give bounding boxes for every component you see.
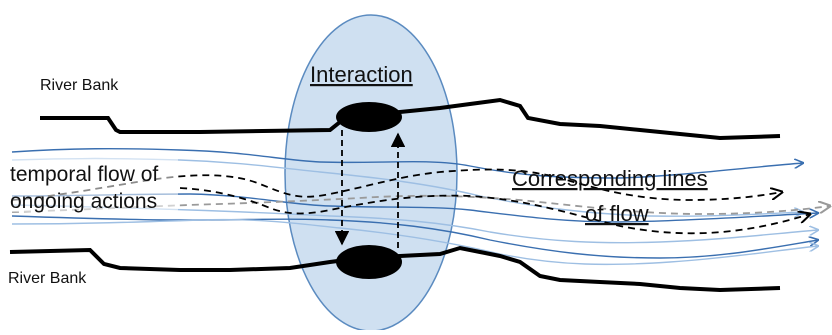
river-bank-top-label: River Bank bbox=[40, 77, 119, 94]
corresponding-line2: of flow bbox=[585, 201, 649, 226]
interaction-node-top bbox=[336, 102, 402, 132]
interaction-node-bottom bbox=[336, 245, 402, 279]
river-bank-bottom-label: River Bank bbox=[8, 270, 87, 287]
flow-line-1 bbox=[11, 147, 803, 179]
river-bank-bottom bbox=[9, 245, 781, 293]
corresponding-line1: Corresponding lines bbox=[512, 166, 708, 191]
temporal-flow-label: temporal flow of ongoing actions bbox=[6, 158, 178, 213]
dashed-flow-black-2 bbox=[179, 187, 810, 235]
interaction-label: Interaction bbox=[310, 62, 413, 87]
temporal-flow-line1: temporal flow of bbox=[10, 163, 158, 186]
interaction-arrows bbox=[334, 130, 406, 248]
flow-line-5 bbox=[11, 215, 818, 259]
dashed-flow-black bbox=[11, 168, 782, 201]
river-bank-top bbox=[40, 97, 781, 141]
corresponding-flow-label: Corresponding lines of flow bbox=[512, 166, 708, 226]
flow-line-6 bbox=[11, 218, 818, 266]
temporal-flow-line2: ongoing actions bbox=[10, 190, 157, 213]
